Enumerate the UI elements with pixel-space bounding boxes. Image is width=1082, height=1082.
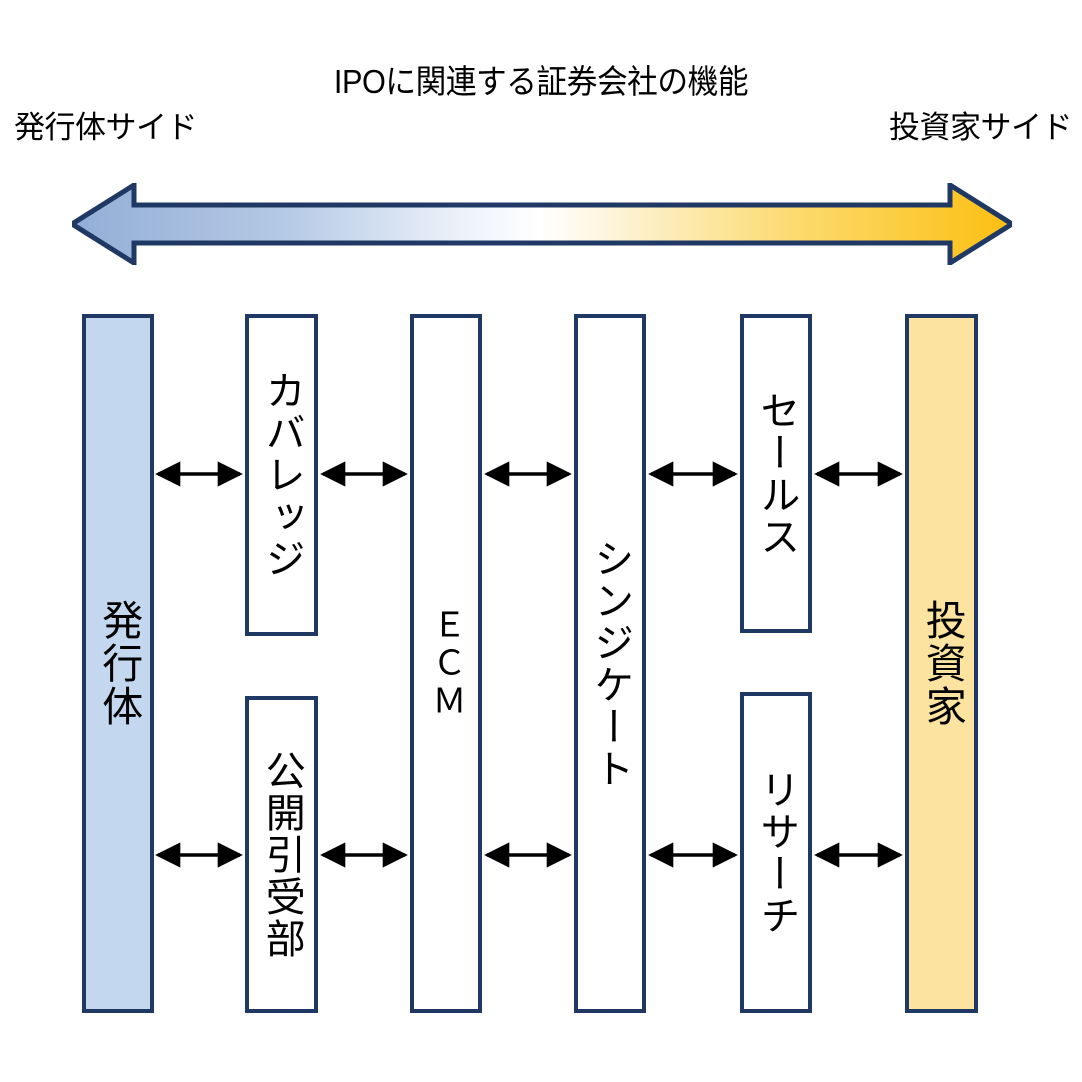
page-title: IPOに関連する証券会社の機能: [333, 63, 749, 100]
column-public-underwriting[interactable]: 公開引受部: [245, 696, 318, 1013]
column-sales[interactable]: セールス: [740, 314, 812, 633]
column-coverage-label: カバレッジ: [259, 370, 304, 580]
column-investor[interactable]: 投資家: [905, 314, 978, 1013]
column-ecm[interactable]: ＥＣＭ: [410, 314, 482, 1013]
column-investor-label: 投資家: [919, 599, 966, 728]
column-issuer-label: 発行体: [95, 599, 142, 728]
column-syndicate-label: シンジケート: [588, 537, 633, 790]
column-public-underwriting-label: 公開引受部: [259, 749, 304, 960]
column-syndicate[interactable]: シンジケート: [574, 314, 646, 1013]
column-sales-label: セールス: [754, 389, 799, 558]
column-research[interactable]: リサーチ: [740, 692, 812, 1013]
spectrum-arrow: [67, 180, 1017, 268]
investor-side-label: 投資家サイド: [889, 110, 1073, 145]
issuer-side-label: 発行体サイド: [14, 110, 198, 145]
column-issuer[interactable]: 発行体: [82, 314, 154, 1013]
column-ecm-label: ＥＣＭ: [427, 606, 466, 721]
column-coverage[interactable]: カバレッジ: [245, 314, 318, 636]
spectrum-arrow-icon: [67, 180, 1017, 268]
column-research-label: リサーチ: [754, 768, 799, 937]
